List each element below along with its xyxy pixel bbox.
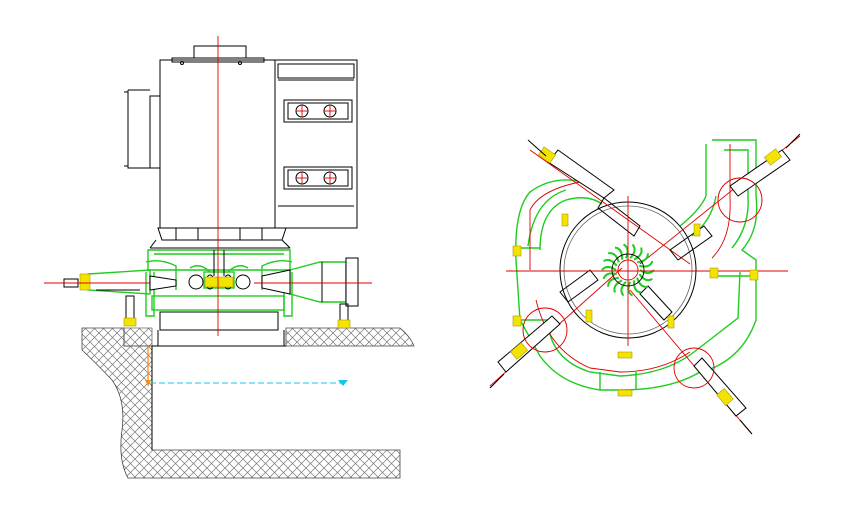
nozzle-arm-sw <box>489 267 623 389</box>
runner-bucket <box>614 246 624 260</box>
side-elevation-view <box>44 36 415 479</box>
yellow-markers <box>512 213 759 397</box>
cabinet-panel-lower <box>283 166 353 190</box>
runner-wheel-plan <box>601 243 655 297</box>
runner-bucket <box>607 276 619 287</box>
generator-top-cap <box>193 45 247 59</box>
runner-bucket <box>627 281 634 297</box>
foundation-top-slab <box>285 327 415 347</box>
runner-bucket <box>638 273 653 282</box>
turbine-casing-elevation <box>145 249 293 346</box>
runner-bucket <box>637 253 649 264</box>
runner-bucket <box>639 260 654 268</box>
runner-bucket <box>622 243 629 259</box>
runner-bucket <box>629 243 636 259</box>
runner-bucket <box>636 277 649 288</box>
foundation-concrete <box>81 327 401 479</box>
nozzle-arm-nw <box>527 139 691 265</box>
left-injector-nozzle <box>44 269 177 327</box>
generator-base-frame <box>157 227 287 241</box>
runner-bucket <box>639 269 655 275</box>
control-cabinet <box>274 59 358 229</box>
runner-bucket <box>632 280 642 294</box>
generator-side-bracket <box>127 89 150 169</box>
runner-bucket <box>607 252 620 263</box>
runner-bucket <box>633 247 643 261</box>
right-inlet-pipe <box>254 257 372 329</box>
plan-view <box>489 133 801 435</box>
nozzle-arm-se <box>629 285 753 435</box>
generator-housing <box>159 59 276 229</box>
cabinet-panel-upper <box>283 99 353 123</box>
runner-bucket <box>620 281 627 297</box>
runner-elevation <box>188 250 251 290</box>
runner-bucket <box>602 272 617 280</box>
nozzle-arm-ne <box>639 133 801 265</box>
runner-bucket <box>601 265 617 271</box>
runner-bucket <box>613 279 623 293</box>
runner-bucket <box>603 258 618 267</box>
